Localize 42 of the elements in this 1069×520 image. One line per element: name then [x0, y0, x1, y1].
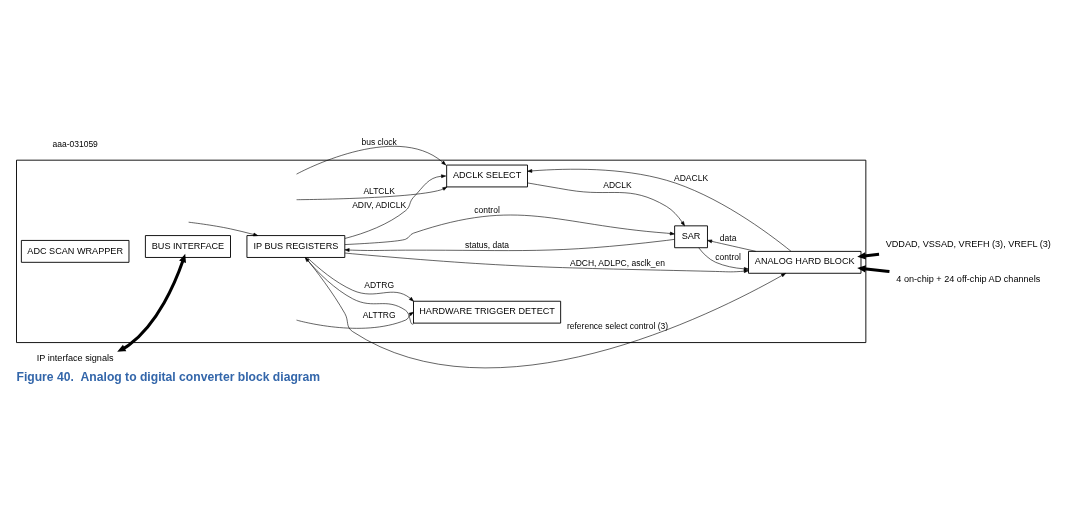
node-box: BUS INTERFACE	[144, 234, 231, 258]
arrow	[306, 256, 414, 302]
node-box: ADC SCAN WRAPPER	[20, 239, 130, 263]
arrow	[296, 311, 414, 329]
arrow	[707, 239, 757, 252]
edge-label: ADACLK	[674, 172, 709, 183]
edge-label: ADCH, ADLPC, asclk_en	[570, 257, 665, 268]
edge-label: control	[474, 204, 500, 215]
arrow	[188, 221, 259, 236]
caption: Figure 40. Analog to digital converter block diagram	[16, 369, 321, 384]
arrow	[296, 145, 447, 174]
node-box: ANALOG HARD BLOCK	[748, 250, 862, 274]
arrow	[344, 238, 675, 252]
node-text: VDDAD, VSSAD, VREFH (3), VREFL (3)	[885, 238, 1051, 249]
edge-label: control	[715, 251, 741, 262]
edge-label: ALTTRG	[362, 309, 396, 320]
edge-label: data	[719, 232, 737, 243]
edge-label: ALTCLK	[363, 185, 395, 196]
edge-label: ADIV, ADICLK	[352, 199, 407, 210]
edge-label: status, data	[465, 239, 510, 250]
node-box: HARDWARE TRIGGER DETECT	[413, 300, 562, 324]
arrow	[698, 246, 749, 271]
arrow	[527, 182, 685, 226]
arrow	[344, 252, 749, 273]
arrow	[527, 168, 792, 252]
edge-label: ADTRG	[364, 279, 395, 290]
arrow	[296, 186, 448, 200]
edge-label: ADCLK	[603, 179, 632, 190]
edge-label: reference select control (3)	[566, 320, 669, 331]
node-text: 4 on-chip + 24 off-chip AD channels	[896, 273, 1041, 284]
node-box: ADCLK SELECT	[446, 164, 528, 187]
arrow	[857, 264, 890, 273]
arrow	[857, 251, 880, 259]
node-box: SAR	[674, 224, 708, 248]
arrow	[344, 214, 675, 245]
arrow	[117, 253, 186, 352]
arrow	[344, 173, 447, 239]
arrow	[305, 256, 786, 368]
arrow	[304, 256, 415, 324]
label: aaa-031059	[52, 138, 98, 149]
node-text: IP interface signals	[36, 352, 114, 363]
edge-label: bus clock	[361, 136, 397, 146]
